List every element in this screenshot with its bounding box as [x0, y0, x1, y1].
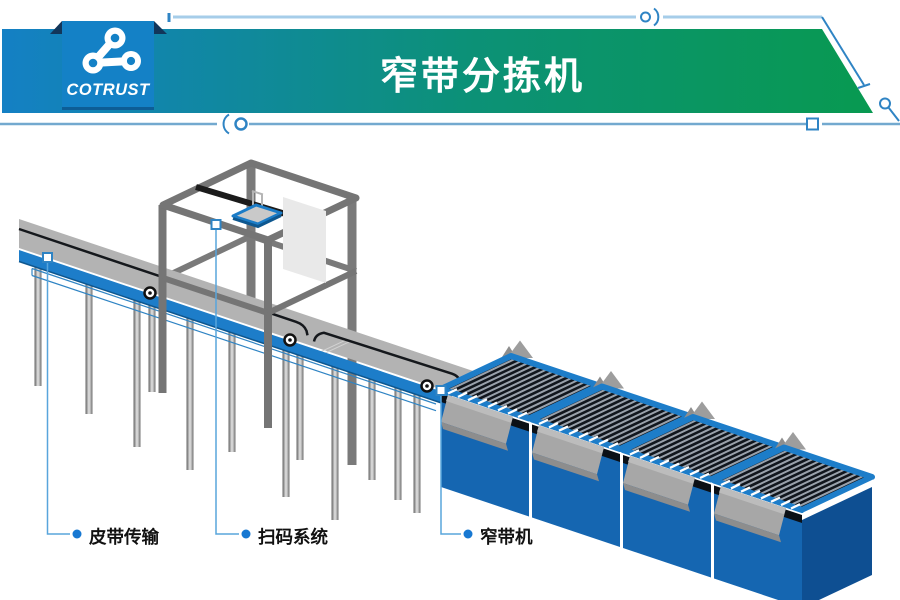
scanner-gantry-rear [161, 163, 357, 465]
chain-links-icon [82, 27, 141, 74]
scanner-gantry-illustration [158, 159, 360, 428]
narrow-belt-sorter-illustration [438, 340, 875, 600]
sorter-module-end [711, 432, 875, 600]
gantry-side-panel [283, 197, 326, 283]
roller-wheels [143, 286, 434, 393]
sorter-module [529, 371, 693, 547]
callout-leaders [42, 219, 473, 539]
conveyor-deck [19, 219, 500, 409]
barcode-scanner-head [231, 203, 283, 229]
brand-name: COTRUST [66, 81, 150, 99]
callout-label-narrow-belt-machine: 窄带机 [480, 527, 533, 547]
callout-marker-scanner [210, 219, 222, 230]
sorter-module [620, 401, 784, 578]
sorter-chute [441, 395, 513, 451]
conveyor-side-band [19, 250, 452, 407]
belt-conveyor-illustration [18, 219, 500, 520]
callout-marker-sorter [435, 385, 447, 396]
callout-label-belt-transport: 皮带传输 [89, 527, 159, 547]
sorter-chute [623, 456, 695, 512]
page-title: 窄带分拣机 [380, 56, 586, 98]
conveyor-legs [34, 266, 421, 520]
brand-logo: COTRUST [62, 21, 154, 110]
scanner-crossbar [195, 184, 310, 224]
sorter-chute [532, 425, 604, 482]
callout-label-scan-system: 扫码系统 [258, 527, 328, 547]
sorter-module [438, 340, 602, 517]
sorter-chute [714, 486, 786, 543]
callout-marker-belt [42, 252, 53, 263]
